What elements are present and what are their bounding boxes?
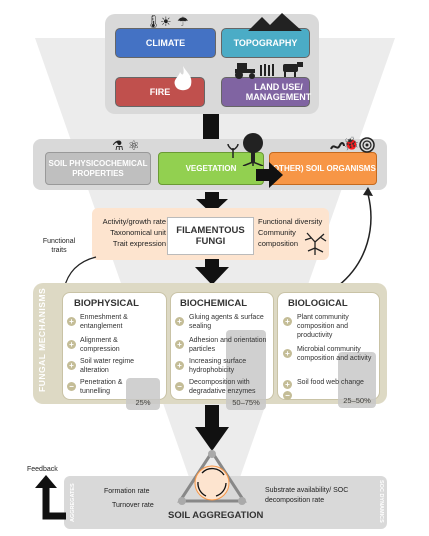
flask-icon: ⚗ [112, 138, 124, 153]
biochemical-percent: 50–75% [226, 330, 266, 410]
crop-icon [260, 64, 274, 76]
plus-icon: + [283, 317, 292, 326]
thermometer-icon: 🌡 [145, 14, 162, 29]
seedling-icon [227, 143, 239, 158]
soil-properties-box: SOIL PHYSICOCHEMICAL PROPERTIES [45, 152, 151, 185]
tractor-icon [235, 63, 255, 79]
plus-icon: + [175, 340, 184, 349]
minus-icon: − [67, 382, 76, 391]
biochemical-item: Decomposition with degradative enzymes [189, 379, 256, 395]
biophysical-percent: 25% [126, 378, 160, 410]
sun-icon: ☀ [160, 14, 172, 29]
biochemical-title: BIOCHEMICAL [180, 298, 248, 309]
functional-traits-label: Functional traits [42, 238, 76, 254]
plus-icon: + [283, 349, 292, 358]
fungi-left-traits: Activity/growth rate Taxonomical unit Tr… [96, 216, 166, 249]
fungi-right-traits: Functional diversity Community compositi… [258, 216, 330, 249]
land-use-box: LAND USE/ MANAGEMENT [221, 77, 312, 107]
mountain-icon [248, 13, 302, 31]
organisms-feedback-arrow [337, 187, 373, 287]
feedback-label: Feedback [27, 466, 58, 473]
plus-icon: + [175, 361, 184, 370]
triangle-cycle-icon [177, 449, 247, 505]
plus-icon: + [175, 317, 184, 326]
soil-organisms-box: (OTHER) SOIL ORGANISMS [269, 152, 377, 185]
plus-icon: + [67, 317, 76, 326]
plus-icon: + [67, 361, 76, 370]
biological-title: BIOLOGICAL [288, 298, 348, 309]
soil-organisms-label: (OTHER) SOIL ORGANISMS [270, 163, 376, 173]
mycelium-icon [304, 232, 327, 255]
biochemical-item: Adhesion and orientation particles [189, 337, 267, 353]
plus-icon: + [283, 380, 292, 389]
worm-icon [330, 142, 345, 150]
plus-icon: + [67, 340, 76, 349]
feedback-arrow [35, 475, 66, 520]
substrate-label: Substrate availability/ SOC decompositio… [265, 487, 349, 504]
down-arrow-to-aggregation [195, 405, 229, 451]
beetle-icon: 🐞 [343, 136, 360, 151]
biophysical-item: Enmeshment & entanglement [80, 314, 128, 330]
climate-label: CLIMATE [145, 38, 186, 48]
atom-icon: ⚛ [128, 138, 140, 153]
minus-icon: − [283, 391, 292, 400]
fire-label: FIRE [149, 87, 171, 97]
fungi-title: FILAMENTOUS FUNGI [176, 225, 245, 247]
soil-properties-label: SOIL PHYSICOCHEMICAL PROPERTIES [48, 158, 148, 178]
topography-label: TOPOGRAPHY [233, 38, 298, 48]
minus-icon: − [175, 382, 184, 391]
vegetation-box: VEGETATION [158, 152, 264, 185]
down-arrow-to-fungi [196, 192, 228, 214]
trait-expression: Trait expression [112, 239, 166, 248]
tree-icon [242, 133, 264, 166]
topography-box: TOPOGRAPHY [221, 28, 310, 58]
land-use-label: LAND USE/ MANAGEMENT [245, 82, 312, 102]
vegetation-label: VEGETATION [185, 164, 237, 173]
trait-composition: composition [258, 239, 299, 248]
fungal-mechanisms-label: FUNGAL MECHANISMS [37, 287, 47, 392]
climate-box: CLIMATE [115, 28, 216, 58]
biological-item: Soil food web change [297, 379, 364, 386]
biochemical-item: Increasing surface hydrophobicity [189, 358, 247, 374]
down-arrow-to-mechanisms [195, 259, 229, 285]
trait-functional-diversity: Functional diversity [258, 217, 323, 226]
biophysical-title: BIOPHYSICAL [74, 298, 139, 309]
biophysical-item: Soil water regime alteration [80, 358, 135, 374]
veg-to-organisms-arrow [256, 162, 283, 188]
filamentous-fungi-box: FILAMENTOUS FUNGI [167, 217, 254, 255]
biological-percent: 25–50% [338, 352, 376, 408]
soil-aggregation-title: SOIL AGGREGATION [168, 510, 264, 521]
connector-bar [203, 114, 219, 139]
trait-activity: Activity/growth rate [102, 217, 166, 226]
turnover-rate-label: Turnover rate [112, 502, 154, 509]
formation-rate-label: Formation rate [104, 488, 150, 495]
biophysical-item: Penetration & tunnelling [80, 379, 123, 395]
soc-dynamics-label: SOC DYNAMICS [378, 480, 384, 523]
cow-icon [283, 62, 303, 77]
cloud-rain-icon: ☂ [177, 14, 189, 29]
biochemical-item: Gluing agents & surface sealing [189, 314, 264, 330]
biological-item: Microbial community composition and acti… [297, 346, 372, 362]
biological-item: Plant community composition and producti… [297, 314, 349, 339]
fire-icon [174, 66, 192, 91]
trait-taxonomical: Taxonomical unit [110, 228, 166, 237]
biophysical-item: Alignment & compression [80, 337, 120, 353]
aggregates-label: AGGREGATES [70, 483, 76, 522]
snail-icon [359, 137, 375, 153]
trait-community: Community [258, 228, 296, 237]
